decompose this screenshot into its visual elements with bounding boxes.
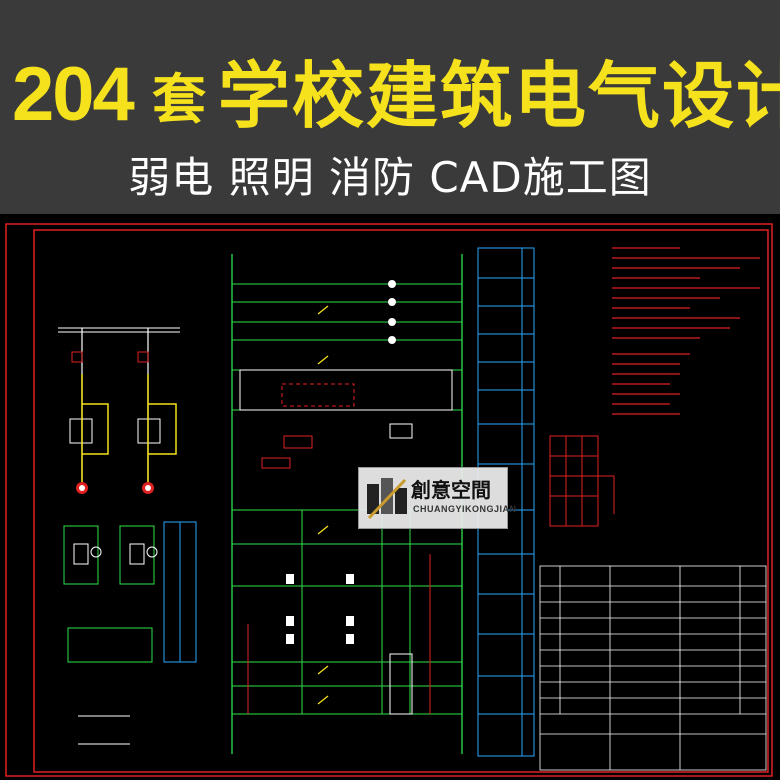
watermark-name-en: CHUANGYIKONGJIAN — [413, 504, 517, 514]
brand-watermark: 創意空間 CHUANGYIKONGJIAN — [358, 467, 516, 529]
control-ladder — [231, 254, 463, 754]
subtitle: 弱电 照明 消防 CAD施工图 — [128, 153, 652, 202]
terminal-grid — [549, 435, 615, 527]
legend-columns — [163, 521, 197, 663]
brand-logo-icon — [367, 478, 407, 520]
title-banner: 204 套 学校建筑电气设计 弱电 照明 消防 CAD施工图 — [0, 0, 780, 214]
drawing-frame — [5, 223, 773, 777]
title-row: 204 套 学校建筑电气设计 — [0, 46, 780, 146]
watermark-name-cn: 創意空間 — [411, 478, 491, 502]
design-notes — [612, 247, 760, 415]
relay-loops — [63, 525, 158, 745]
equipment-table — [539, 565, 767, 771]
set-count: 204 — [12, 52, 135, 137]
motor-circuit-left — [58, 327, 180, 494]
set-count-unit: 套 — [152, 68, 206, 131]
cad-drawing — [0, 214, 780, 780]
main-title: 学校建筑电气设计 — [218, 54, 780, 138]
